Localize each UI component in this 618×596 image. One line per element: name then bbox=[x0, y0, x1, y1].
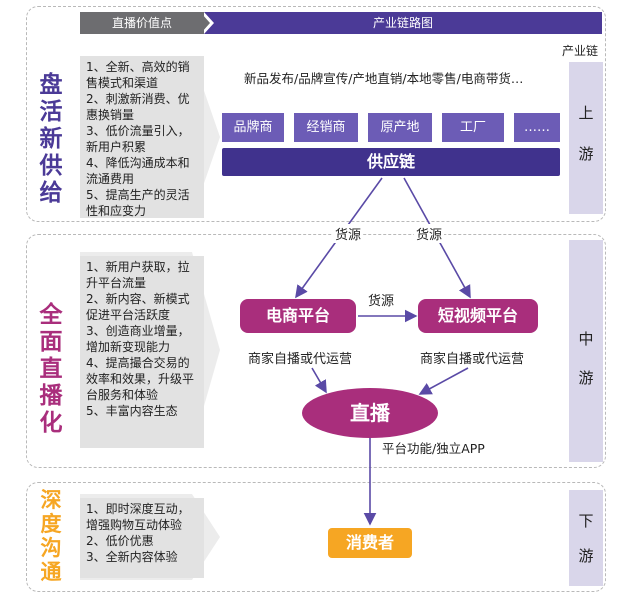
chain-label: 产业链 bbox=[562, 44, 599, 58]
value-point: 4、降低沟通成本和流通费用 bbox=[86, 156, 190, 186]
value-point: 2、低价优惠 bbox=[86, 534, 154, 548]
value-point: 2、刺激新消费、优惠换销量 bbox=[86, 92, 190, 122]
value-point: 3、全新内容体验 bbox=[86, 550, 178, 564]
goods-source-label-right: 货源 bbox=[414, 224, 445, 243]
value-point: 3、创造商业增量，增加新变现能力 bbox=[86, 324, 190, 354]
value-point: 2、新内容、新模式促进平台活跃度 bbox=[86, 292, 190, 322]
value-points-header: 直播价值点 bbox=[80, 12, 204, 34]
consumer-box: 消费者 bbox=[328, 528, 412, 558]
chip-factory: 工厂 bbox=[442, 113, 504, 142]
ecommerce-platform-box: 电商平台 bbox=[240, 299, 356, 333]
value-point: 1、新用户获取，拉升平台流量 bbox=[86, 260, 190, 290]
chip-brand: 品牌商 bbox=[222, 113, 284, 142]
stage-midstream: 中游 bbox=[569, 240, 603, 462]
section-frame-midstream bbox=[26, 234, 606, 468]
value-point: 5、丰富内容生态 bbox=[86, 404, 178, 418]
value-point: 5、提高生产的灵活性和应变力 bbox=[86, 188, 190, 218]
section-frame-downstream bbox=[26, 482, 606, 592]
arrow-shortvideo-to-live bbox=[418, 367, 469, 395]
value-point: 3、低价流量引入，新用户积累 bbox=[86, 124, 190, 154]
chip-distributor: 经销商 bbox=[294, 113, 358, 142]
chip-origin: 原产地 bbox=[368, 113, 432, 142]
supply-chain-bar: 供应链 bbox=[222, 148, 560, 176]
short-video-platform-box: 短视频平台 bbox=[418, 299, 538, 333]
upstream-caption: 新品发布/品牌宣传/产地直销/本地零售/电商带货… bbox=[244, 71, 524, 86]
merchant-ops-label-left: 商家自播或代运营 bbox=[248, 352, 353, 367]
value-point: 1、即时深度互动，增强购物互动体验 bbox=[86, 502, 190, 532]
value-points-downstream: 1、即时深度互动，增强购物互动体验 2、低价优惠 3、全新内容体验 bbox=[80, 498, 204, 578]
value-point: 4、提高撮合交易的效率和效果，升级平台服务和体验 bbox=[86, 356, 195, 402]
goods-source-label-left: 货源 bbox=[333, 224, 364, 243]
chip-more: …… bbox=[514, 113, 560, 142]
section-title-downstream: 深度沟通 bbox=[40, 488, 62, 584]
value-points-upstream: 1、全新、高效的销售模式和渠道 2、刺激新消费、优惠换销量 3、低价流量引入，新… bbox=[80, 56, 204, 218]
value-point: 1、全新、高效的销售模式和渠道 bbox=[86, 60, 190, 90]
chain-diagram-header: 产业链路图 bbox=[204, 12, 602, 34]
section-title-upstream: 盘活新供给 bbox=[39, 72, 63, 206]
section-frame-upstream bbox=[26, 6, 606, 222]
stage-downstream: 下游 bbox=[569, 490, 603, 586]
merchant-ops-label-right: 商家自播或代运营 bbox=[420, 352, 525, 367]
value-points-midstream: 1、新用户获取，拉升平台流量 2、新内容、新模式促进平台活跃度 3、创造商业增量… bbox=[80, 256, 204, 448]
section-title-midstream: 全面直播化 bbox=[39, 302, 63, 436]
arrow-ecommerce-to-live bbox=[311, 367, 327, 394]
goods-source-label-middle: 货源 bbox=[368, 294, 395, 309]
platform-app-label: 平台功能/独立APP bbox=[382, 441, 485, 456]
live-streaming-ellipse: 直播 bbox=[302, 388, 438, 438]
stage-upstream: 上游 bbox=[569, 62, 603, 214]
